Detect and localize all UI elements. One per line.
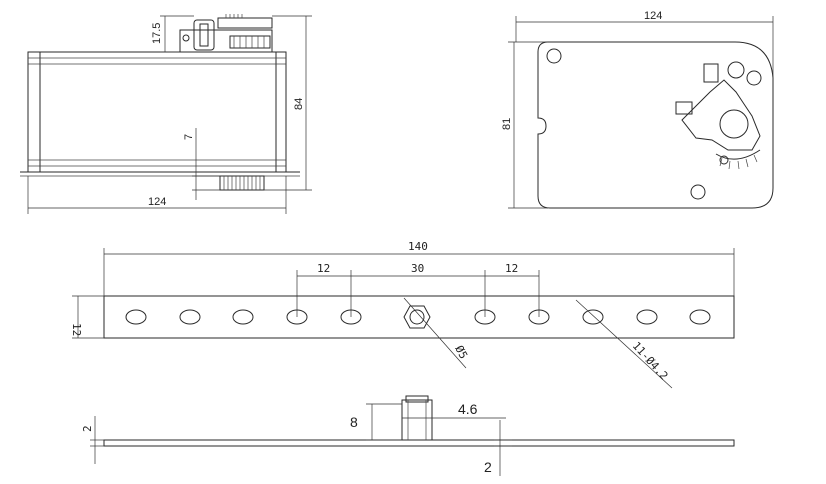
top-view-body [537, 41, 774, 209]
dim-8-label: 8 [350, 414, 358, 430]
dim-12-right-label: 12 [505, 262, 518, 275]
top-view-clamp-bolt-top [703, 63, 719, 83]
top-view-hole-top-left [546, 48, 562, 64]
top-view-hole-bottom [690, 184, 706, 200]
top-view-clamp-shaft [719, 109, 749, 139]
dim-17-5-label: 17.5 [151, 23, 163, 44]
clamp-gear-block [229, 35, 271, 49]
dim-4-6-label: 4.6 [458, 401, 478, 417]
dim-12-left-label: 12 [317, 262, 330, 275]
dim-17-5: 17.5 [151, 15, 194, 53]
dim-2-left: 2 [81, 416, 104, 464]
bracket-side-view: 2 8 4.6 2 [81, 395, 735, 476]
dim-124-side: 124 [27, 176, 287, 214]
bracket-side-plate [103, 439, 735, 447]
clamp-screw-head [182, 34, 190, 42]
leader-holes-label: 11-Ø4.2 [630, 339, 671, 382]
leader-center-hole: Ø5 [403, 297, 470, 369]
leader-holes-line [575, 299, 673, 389]
bracket-plate [103, 295, 735, 339]
dim-7-label: 7 [183, 134, 195, 140]
top-view-clamp-body [681, 79, 761, 151]
mounting-bracket: 140 12 30 12 12 [70, 240, 735, 389]
top-view-scale-tick [753, 154, 758, 163]
top-view-hole-top-right [727, 61, 745, 79]
dim-124-side-label: 124 [148, 196, 166, 208]
top-view-hole-right [746, 70, 762, 86]
dim-81: 81 [501, 41, 548, 209]
bracket-hole [582, 309, 604, 325]
side-view-body [27, 51, 287, 173]
center-nut-hole [409, 309, 425, 325]
dim-7: 7 [183, 128, 220, 200]
leader-center-hole-line [403, 297, 467, 369]
dim-84-label: 84 [293, 98, 305, 110]
dim-124-top-label: 124 [644, 10, 662, 22]
top-view-scale-arc [715, 149, 761, 160]
bracket-side-post-cap [405, 395, 429, 403]
dim-12-left: 12 [296, 262, 352, 317]
clamp-housing [179, 29, 273, 53]
side-view-clamp [179, 14, 273, 53]
bracket-hole [689, 309, 711, 325]
clamp-top-plate [217, 17, 273, 29]
side-view-bottom-gear [219, 175, 265, 191]
top-view: 124 81 [501, 10, 774, 209]
bracket-side-post [401, 399, 433, 441]
dim-84: 84 [264, 15, 312, 191]
top-view-scale-marker [719, 155, 729, 165]
center-nut-hex [403, 305, 431, 329]
bracket-hole [636, 309, 658, 325]
bracket-center-nut [403, 305, 431, 329]
top-view-scale-tick [728, 160, 731, 170]
dim-30: 30 [351, 262, 485, 277]
dim-4-6: 4.6 [402, 401, 506, 419]
leader-center-hole-label: Ø5 [452, 343, 470, 361]
dim-124-top: 124 [515, 10, 774, 78]
dim-140-label: 140 [408, 240, 428, 253]
clamp-u-bolt [193, 19, 215, 51]
dim-2-right-label: 2 [484, 459, 492, 475]
dim-12-right: 12 [484, 262, 540, 317]
dim-30-label: 30 [411, 262, 424, 275]
top-view-scale-tick [737, 160, 740, 170]
clamp-u-bolt-inner [199, 23, 209, 47]
dim-140: 140 [103, 240, 735, 296]
dim-12-height-label: 12 [70, 323, 83, 336]
leader-holes: 11-Ø4.2 [575, 299, 673, 389]
top-view-scale-tick [745, 158, 749, 168]
bracket-hole [179, 309, 201, 325]
bracket-hole [232, 309, 254, 325]
side-view: 17.5 84 7 124 [20, 14, 312, 214]
dim-81-label: 81 [501, 118, 513, 130]
dim-2-left-label: 2 [81, 425, 94, 432]
top-view-clamp-bolt-left [675, 101, 693, 115]
dim-2-right: 2 [484, 420, 512, 476]
top-view-clamp [675, 63, 761, 170]
top-view-scale-tick [719, 157, 723, 167]
dim-12-height: 12 [70, 295, 104, 339]
dim-8: 8 [350, 403, 402, 441]
bracket-hole [125, 309, 147, 325]
bottom-gear-block [219, 175, 265, 191]
